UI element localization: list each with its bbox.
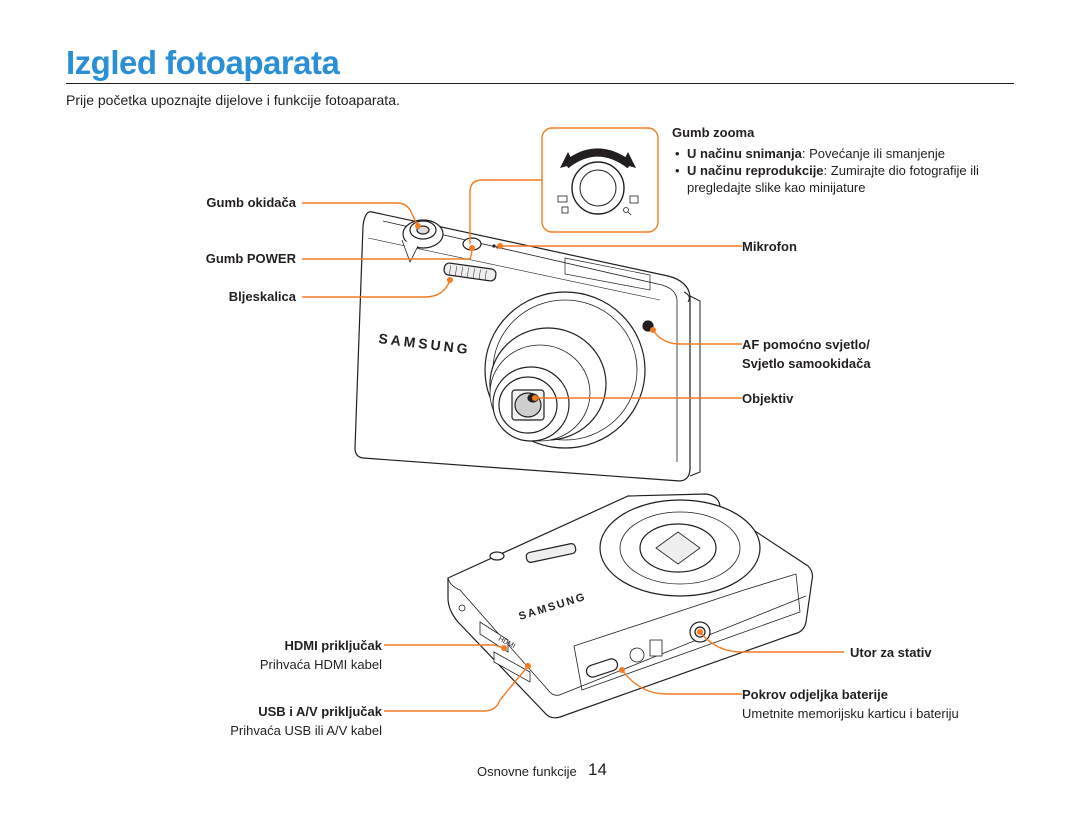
- battery-cover-description: Umetnite memorijsku karticu i bateriju: [742, 706, 959, 721]
- callout-dots: [415, 223, 703, 673]
- label-lens: Objektiv: [742, 391, 794, 406]
- camera-back: [447, 493, 814, 719]
- label-power-button: Gumb POWER: [205, 251, 296, 266]
- label-af-light: AF pomoćno svjetlo/: [742, 337, 870, 352]
- label-hdmi-port: HDMI priključak: [284, 638, 382, 653]
- usb-av-description: Prihvaća USB ili A/V kabel: [230, 723, 382, 738]
- label-microphone: Mikrofon: [742, 239, 797, 254]
- zoom-item-shooting: U načinu snimanja: Povećanje ili smanjen…: [672, 145, 1012, 162]
- camera-front: [354, 211, 701, 482]
- zoom-detail: [541, 127, 659, 233]
- label-usb-av-port: USB i A/V priključak: [258, 704, 382, 719]
- zoom-function-list: U načinu snimanja: Povećanje ili smanjen…: [672, 145, 1012, 196]
- label-battery-cover: Pokrov odjeljka baterije: [742, 687, 888, 702]
- label-zoom-button: Gumb zooma: [672, 125, 755, 140]
- hdmi-description: Prihvaća HDMI kabel: [259, 657, 382, 672]
- title-rule: [66, 83, 1014, 84]
- page-title: Izgled fotoaparata: [66, 44, 340, 81]
- footer-section: Osnovne funkcije: [477, 764, 577, 779]
- intro-text: Prije početka upoznajte dijelove i funkc…: [66, 92, 400, 108]
- page-number: 14: [588, 760, 607, 779]
- label-flash: Bljeskalica: [228, 289, 296, 304]
- label-tripod-mount: Utor za stativ: [850, 645, 932, 660]
- label-shutter-button: Gumb okidača: [206, 195, 296, 210]
- zoom-item-playback: U načinu reprodukcije: Zumirajte dio fot…: [672, 162, 1012, 196]
- label-self-timer-light: Svjetlo samookidača: [742, 356, 871, 371]
